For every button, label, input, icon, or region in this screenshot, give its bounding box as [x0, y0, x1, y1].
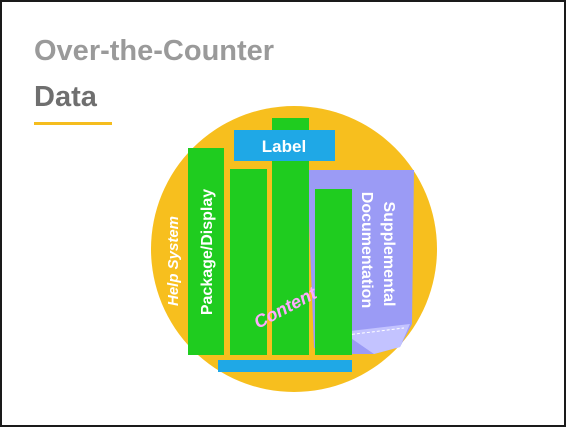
- base-bar: [218, 360, 352, 372]
- help-system-text: Help System: [165, 216, 182, 306]
- slide-title-line-1: Over-the-Counter: [34, 35, 275, 67]
- documentation-text: Documentation: [358, 192, 375, 308]
- package-display-bar: [188, 148, 224, 355]
- label-box: [234, 130, 335, 161]
- label-text: Label: [262, 137, 306, 156]
- slide-title-line-2: Data: [34, 81, 97, 113]
- package-display-text: Package/Display: [199, 189, 216, 315]
- content-bar-3: [315, 189, 352, 355]
- title-underline: [34, 122, 112, 125]
- content-bar-1: [230, 169, 267, 355]
- supplemental-text: Supplemental: [380, 202, 397, 307]
